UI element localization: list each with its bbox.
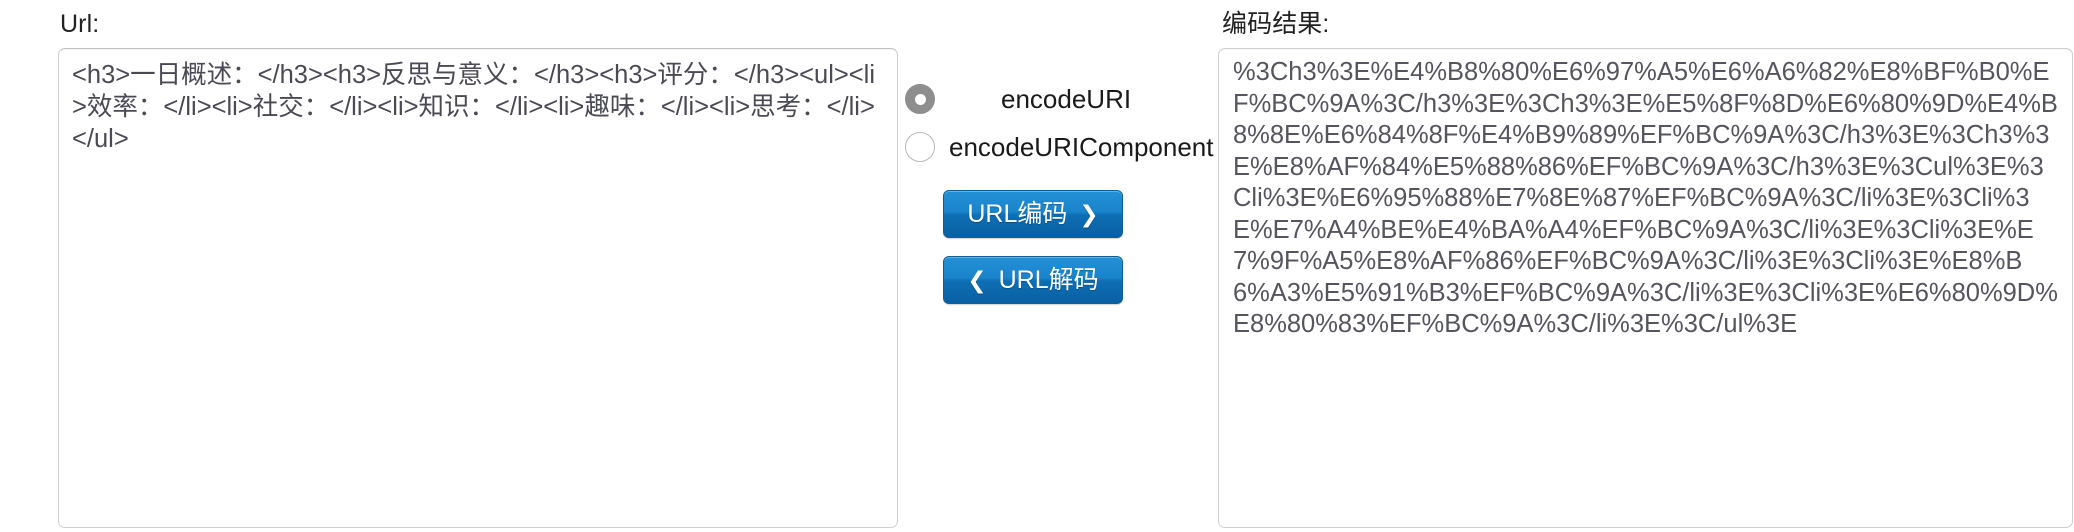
url-input-textarea[interactable] [58,48,898,528]
url-decode-button[interactable]: ❮ URL解码 [943,256,1123,304]
action-button-group: URL编码 ❯ ❮ URL解码 [943,190,1205,304]
radio-button-encodeuricomponent-icon[interactable] [905,132,935,162]
result-panel: 编码结果: [1218,10,2074,532]
radio-label-encodeuricomponent: encodeURIComponent [949,131,1214,162]
url-decode-button-label: URL解码 [998,266,1099,294]
result-textarea[interactable] [1218,48,2073,528]
url-encode-button[interactable]: URL编码 ❯ [943,190,1123,238]
url-input-panel: Url: [58,10,898,532]
radio-button-encodeuri-icon[interactable] [905,84,935,114]
radio-option-encodeuri[interactable]: encodeURI [905,78,1205,120]
chevron-right-icon: ❯ [1079,201,1099,227]
url-input-label: Url: [60,10,100,38]
radio-option-encodeuricomponent[interactable]: encodeURIComponent [905,126,1214,168]
chevron-left-icon: ❮ [967,267,987,293]
radio-label-encodeuri: encodeURI [1001,83,1132,114]
url-encode-button-label: URL编码 [967,200,1068,228]
encoder-controls-panel: encodeURI encodeURIComponent URL编码❯ ❮URL… [905,78,1214,304]
result-label: 编码结果: [1222,10,1330,38]
